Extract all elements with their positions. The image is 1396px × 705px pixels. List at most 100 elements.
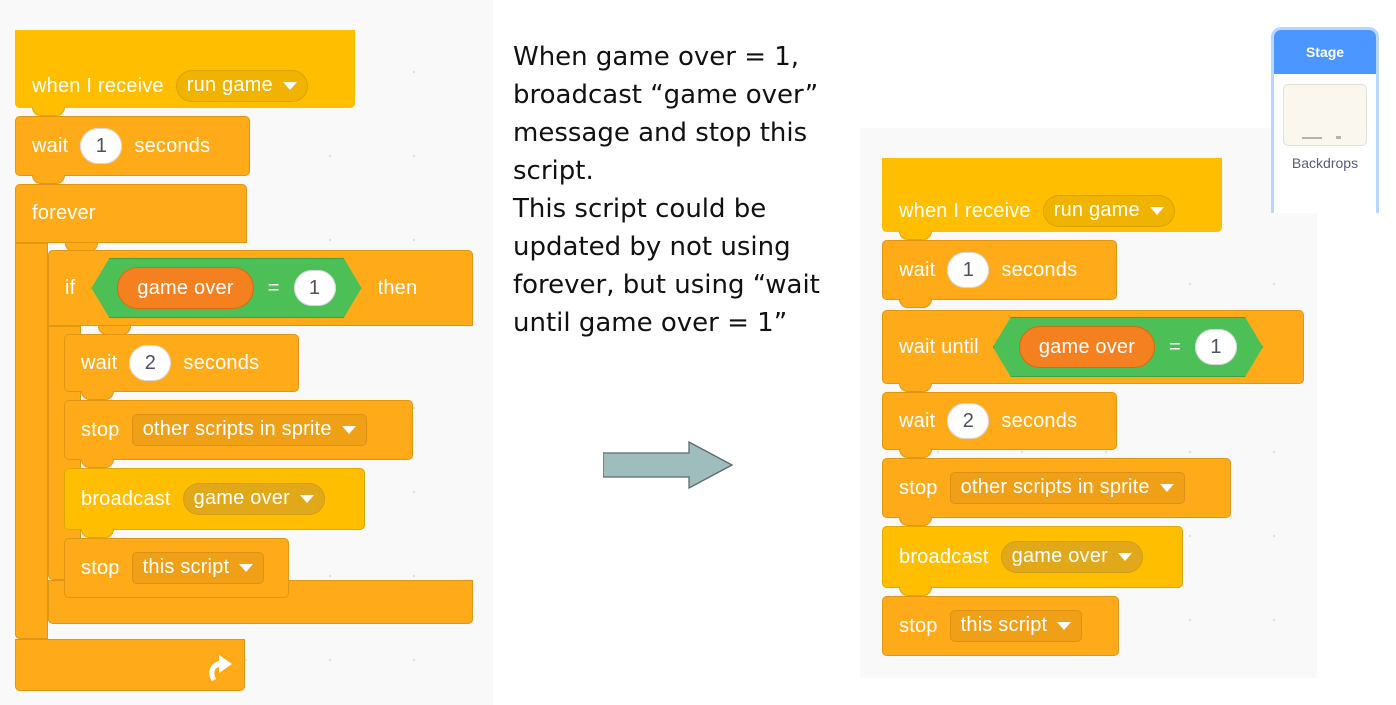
variable-game-over[interactable]: game over [1019, 326, 1155, 368]
block-when-i-receive[interactable]: when I receive run game [882, 158, 1222, 240]
block-wait-2[interactable]: wait 2 seconds [64, 334, 299, 400]
boolean-equals[interactable]: game over = 1 [91, 258, 361, 318]
block-label-stop: stop [899, 614, 938, 637]
stage-header-label: Stage [1305, 44, 1345, 60]
dropdown-stop-target[interactable]: this script [131, 552, 265, 584]
dropdown-value: run game [1053, 199, 1140, 221]
dropdown-broadcast-message[interactable]: game over [1000, 541, 1143, 573]
input-wait-seconds[interactable]: 1 [80, 128, 123, 164]
chevron-down-icon [239, 563, 254, 572]
left-script-canvas[interactable]: when I receive run game wait 1 seconds f… [0, 0, 493, 705]
block-bump [899, 517, 932, 526]
note-line: until game over = 1” [513, 308, 788, 338]
dropdown-stop-target[interactable]: other scripts in sprite [131, 414, 367, 446]
dropdown-value: this script [960, 614, 1048, 636]
right-script-canvas[interactable]: when I receive run game wait 1 seconds w… [860, 128, 1317, 678]
boolean-equals[interactable]: game over = 1 [993, 317, 1263, 377]
block-bump [81, 391, 114, 400]
block-bump [899, 231, 932, 240]
note-line: When game over = 1, [513, 42, 800, 72]
block-label-wait: wait [899, 409, 936, 432]
dropdown-value: other scripts in sprite [142, 418, 332, 440]
explanatory-note: When game over = 1, broadcast “game over… [513, 38, 833, 342]
block-bump [81, 529, 114, 538]
forever-footer[interactable] [15, 639, 245, 691]
note-line: updated by not using [513, 232, 791, 262]
block-label-when-i-receive: when I receive [899, 199, 1031, 222]
variable-game-over[interactable]: game over [117, 267, 253, 309]
note-line: script. [513, 156, 594, 186]
chevron-down-icon [1159, 483, 1174, 492]
input-value: 1 [95, 134, 108, 157]
block-wait-until[interactable]: wait until game over = 1 [882, 310, 1304, 392]
stage-header[interactable]: Stage [1274, 30, 1376, 74]
block-label-wait: wait [32, 134, 69, 157]
chevron-down-icon [299, 494, 314, 503]
chevron-down-icon [341, 425, 356, 434]
block-bump [899, 299, 932, 308]
backdrops-label: Backdrops [1291, 155, 1359, 171]
stage-thumbnail[interactable] [1283, 84, 1367, 146]
block-bump [32, 175, 65, 184]
block-bump [899, 587, 932, 596]
stage-panel[interactable]: Stage Backdrops [1271, 27, 1379, 213]
forever-header[interactable]: forever [15, 184, 247, 243]
thumbnail-mark [1302, 137, 1322, 139]
input-equals-right[interactable]: 1 [294, 270, 336, 306]
thumbnail-mark [1336, 136, 1341, 139]
block-wait-2[interactable]: wait 2 seconds [882, 392, 1117, 458]
block-wait-1[interactable]: wait 1 seconds [15, 116, 250, 184]
right-arrow-icon [603, 441, 733, 489]
input-wait-seconds[interactable]: 2 [947, 403, 990, 439]
block-stop-this-script[interactable]: stop this script [64, 538, 289, 598]
block-broadcast[interactable]: broadcast game over [64, 468, 365, 538]
dropdown-value: game over [1011, 545, 1108, 567]
note-line: message and stop this [513, 118, 808, 148]
input-value: 1 [1210, 335, 1222, 358]
chevron-down-icon [1057, 621, 1072, 630]
operator-symbol: = [1169, 335, 1181, 358]
chevron-down-icon [282, 81, 297, 90]
dropdown-value: this script [142, 556, 230, 578]
input-equals-right[interactable]: 1 [1195, 329, 1237, 365]
chevron-down-icon [1149, 206, 1164, 215]
block-label-when-i-receive: when I receive [32, 74, 164, 97]
block-stop-other-scripts[interactable]: stop other scripts in sprite [882, 458, 1231, 526]
block-label-wait-until: wait until [899, 335, 979, 358]
dropdown-broadcast-message[interactable]: game over [182, 483, 325, 515]
input-value: 1 [962, 258, 975, 281]
if-header[interactable]: if game over = 1 then [48, 250, 473, 326]
dropdown-receive-message[interactable]: run game [175, 70, 308, 102]
block-label-seconds: seconds [1001, 258, 1078, 281]
input-wait-seconds[interactable]: 2 [129, 345, 172, 381]
block-bump [81, 459, 114, 468]
block-when-i-receive[interactable]: when I receive run game [15, 30, 355, 116]
block-label-if: if [65, 276, 76, 299]
note-line: forever, but using “wait [513, 270, 820, 300]
block-wait-1[interactable]: wait 1 seconds [882, 240, 1117, 308]
input-value: 2 [962, 409, 975, 432]
dropdown-stop-target[interactable]: this script [949, 610, 1083, 642]
block-bump [899, 383, 932, 392]
chevron-down-icon [1117, 552, 1132, 561]
block-stop-this-script[interactable]: stop this script [882, 596, 1119, 656]
operator-symbol: = [267, 276, 280, 299]
input-value: 2 [144, 351, 157, 374]
block-label-stop: stop [899, 476, 938, 499]
block-label-wait: wait [899, 258, 936, 281]
dropdown-stop-target[interactable]: other scripts in sprite [949, 472, 1185, 504]
hat-curve [15, 30, 355, 64]
block-stop-other-scripts[interactable]: stop other scripts in sprite [64, 400, 413, 468]
block-broadcast[interactable]: broadcast game over [882, 526, 1183, 596]
block-label-seconds: seconds [134, 134, 211, 157]
block-label-seconds: seconds [183, 351, 260, 374]
dropdown-value: game over [193, 487, 290, 509]
block-label-broadcast: broadcast [899, 545, 989, 568]
dropdown-receive-message[interactable]: run game [1042, 195, 1175, 227]
input-value: 1 [308, 276, 321, 299]
note-line: broadcast “game over” [513, 80, 819, 110]
block-label-forever: forever [32, 202, 96, 224]
input-wait-seconds[interactable]: 1 [947, 252, 990, 288]
note-line: This script could be [513, 194, 767, 224]
dropdown-value: other scripts in sprite [960, 476, 1150, 498]
